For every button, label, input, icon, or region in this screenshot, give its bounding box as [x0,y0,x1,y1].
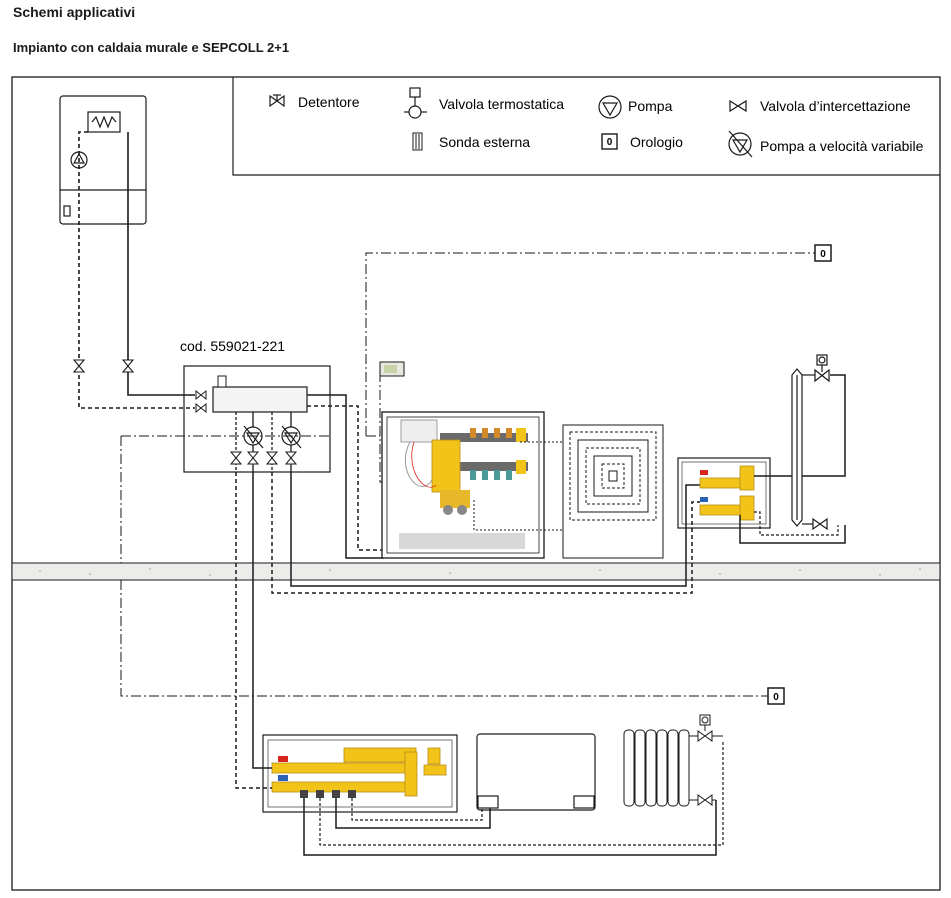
svg-text:0: 0 [607,137,613,148]
legend-label-external-probe: Sonda esterna [439,134,530,150]
pump-icon [598,95,622,119]
code-label: cod. 559021-221 [180,338,285,354]
variable-speed-pump-icon [728,130,753,158]
clock-upper: 0 [814,244,832,262]
thermostatic-valve-icon [404,87,427,119]
control-line-upper [365,252,815,436]
legend-label-variable-speed-pump: Pompa a velocità variabile [760,138,924,154]
towel-radiator [791,354,830,531]
legend-label-detentore: Detentore [298,94,360,110]
wall-boiler [59,95,147,225]
clock-lower: 0 [767,687,785,705]
manifold-bars [404,428,528,515]
page-subtitle: Impianto con caldaia murale e SEPCOLL 2+… [13,40,290,55]
floor-slab [11,562,941,581]
underfloor-coil [562,424,664,559]
legend-label-thermostatic-valve: Valvola termostatica [439,96,564,112]
detentore-icon [269,94,285,108]
page-title: Schemi applicativi [13,4,136,20]
legend-label-pump: Pompa [628,98,673,114]
control-line-lower [120,436,768,697]
svg-text:0: 0 [820,249,826,260]
shutoff-valve-icon [729,99,747,113]
module-valves [195,389,207,414]
legend-label-shutoff-valve: Valvola d’intercettazione [760,98,911,114]
sepcoll-module [183,365,331,473]
thermostat-controller [379,361,405,377]
legend-label-clock: Orologio [630,134,683,150]
external-probe-icon [412,132,423,151]
lower-manifold [271,747,447,798]
svg-text:0: 0 [773,692,779,703]
boiler-shutoff-valves [72,359,135,373]
upper-distribution-module [677,457,771,529]
clock-icon: 0 [601,133,618,150]
hydraulic-separator [212,386,308,413]
legend-box [232,77,940,176]
fan-coil-unit [476,733,596,811]
module-bottom-valves [229,451,298,465]
boiler-flow-pipe [127,132,195,396]
boiler-return-pipe [78,131,195,409]
upper-manifold [699,465,755,521]
column-radiator [623,714,723,807]
lower-distribution-module [262,734,458,813]
diagram-frame [11,76,941,891]
